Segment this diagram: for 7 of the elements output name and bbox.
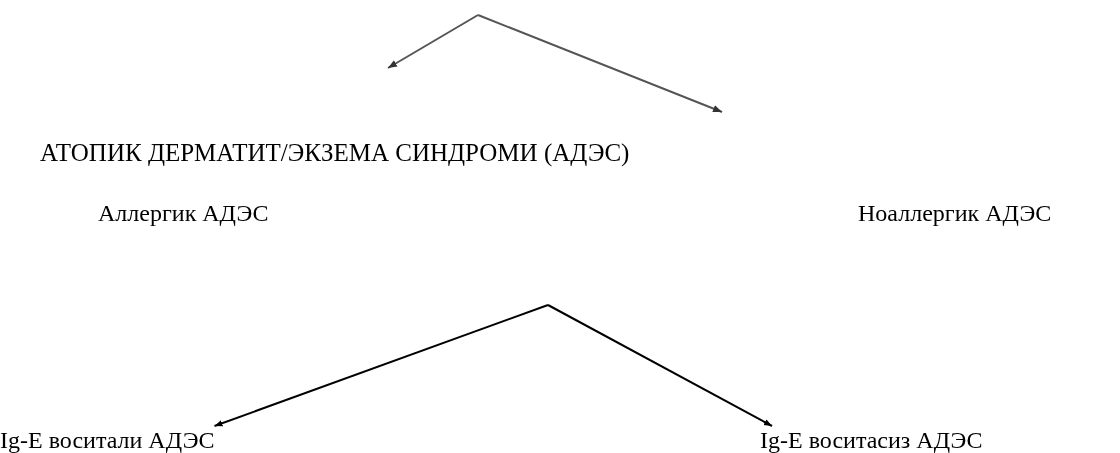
arrow xyxy=(547,304,773,427)
arrow xyxy=(213,304,549,427)
node-label: Ig-E воситасиз АДЭС xyxy=(760,426,983,453)
node-label: Аллергик АДЭС xyxy=(98,199,269,227)
node-label: Ноаллергик АДЭС xyxy=(858,199,1052,227)
node-label: Ig-E воситали АДЭС xyxy=(0,426,215,453)
diagram-title: АТОПИК ДЕРМАТИТ/ЭКЗЕМА СИНДРОМИ (АДЭС) xyxy=(40,139,630,167)
